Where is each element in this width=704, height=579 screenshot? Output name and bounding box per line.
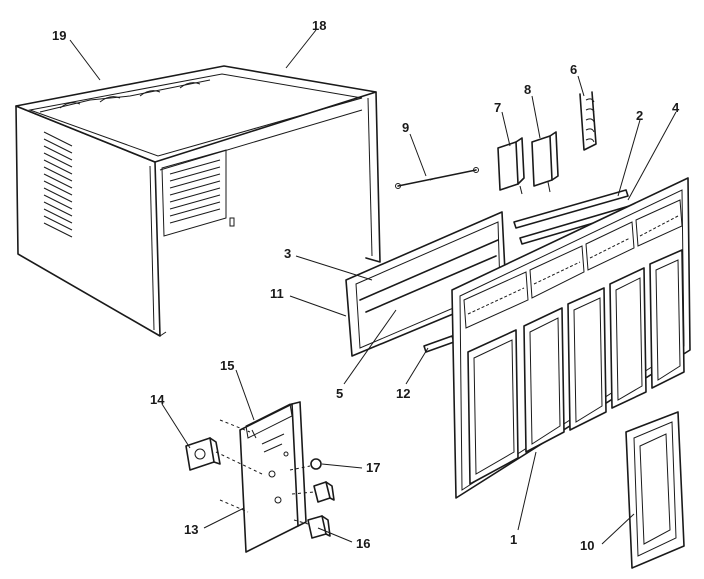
callout-labels: 19 18 9 7 8 6 2 4 3 11 5 12 15 14 17 16 …	[52, 18, 680, 553]
part-1-front-grille	[451, 177, 691, 499]
left-louvres	[43, 131, 73, 238]
part-9-rod	[395, 167, 479, 189]
cabinet-wrapper	[15, 65, 381, 337]
part-12-bracket	[423, 335, 455, 353]
leader-lines	[69, 29, 677, 545]
callout-11: 11	[270, 286, 284, 301]
callout-6: 6	[570, 62, 577, 77]
part-8-bracket	[531, 131, 559, 193]
callout-16: 16	[356, 536, 370, 551]
callout-8: 8	[524, 82, 531, 97]
part-10-door	[625, 411, 685, 569]
part-6-clip	[579, 91, 597, 151]
part-14-block	[185, 437, 221, 471]
callout-2: 2	[636, 108, 643, 123]
assembly-guides	[215, 419, 315, 525]
callout-10: 10	[580, 538, 594, 553]
callout-15: 15	[220, 358, 234, 373]
rear-louvres	[161, 149, 227, 237]
part-17-knob	[310, 458, 322, 470]
callout-18: 18	[312, 18, 326, 33]
callout-17: 17	[366, 460, 380, 475]
callout-7: 7	[494, 100, 501, 115]
callout-13: 13	[184, 522, 198, 537]
callout-4: 4	[672, 100, 680, 115]
part-7-bracket	[497, 137, 525, 195]
callout-3: 3	[284, 246, 291, 261]
callout-12: 12	[396, 386, 410, 401]
callout-1: 1	[510, 532, 517, 547]
part-16-knobs	[307, 481, 335, 539]
callout-14: 14	[150, 392, 165, 407]
callout-5: 5	[336, 386, 343, 401]
part-13-control-panel	[239, 401, 307, 553]
part-2-rail	[513, 189, 629, 229]
callout-9: 9	[402, 120, 409, 135]
callout-19: 19	[52, 28, 66, 43]
